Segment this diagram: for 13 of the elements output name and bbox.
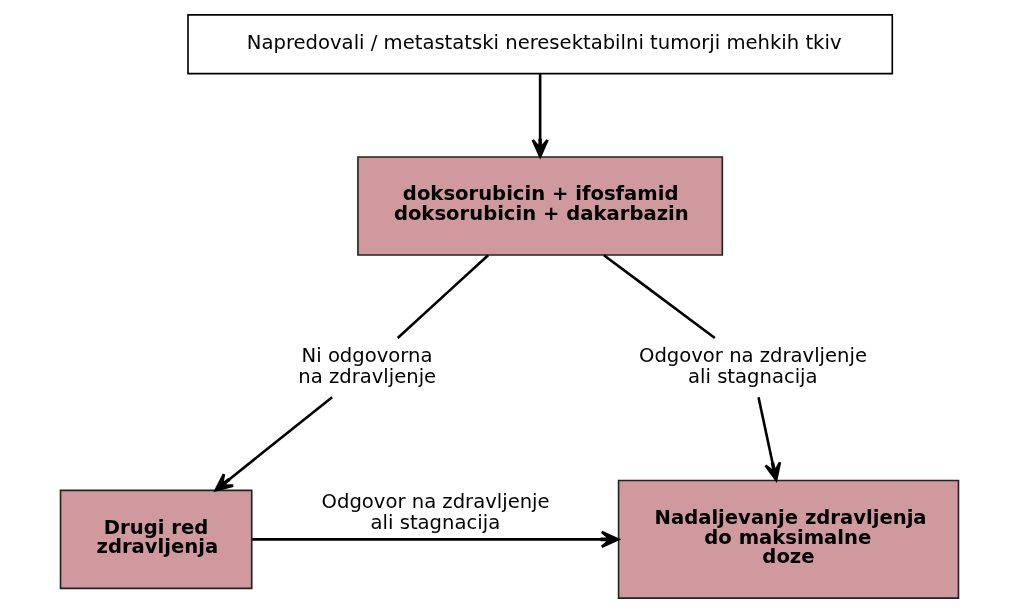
connector bbox=[396, 254, 490, 339]
node-box: Drugi red zdravljenja bbox=[59, 489, 253, 590]
node-text: Ni odgovorna na zdravljenje bbox=[298, 344, 437, 389]
arrow bbox=[252, 530, 620, 548]
node-box: Nadaljevanje zdravljenja do maksimalne doze bbox=[617, 479, 960, 599]
connector bbox=[603, 254, 716, 339]
node-text: Odgovor na zdravljenje ali stagnacija bbox=[639, 344, 868, 389]
edge-label: Odgovor na zdravljenje ali stagnacija bbox=[321, 489, 550, 534]
node-box: doksorubicin + ifosfamid doksorubicin + dakarbazin bbox=[357, 156, 724, 256]
node-box: Napredovali / metastatski neresektabilni tumorji mehkih tkiv bbox=[187, 14, 894, 75]
arrow bbox=[214, 396, 333, 492]
arrow bbox=[757, 396, 782, 482]
arrow bbox=[531, 74, 549, 158]
